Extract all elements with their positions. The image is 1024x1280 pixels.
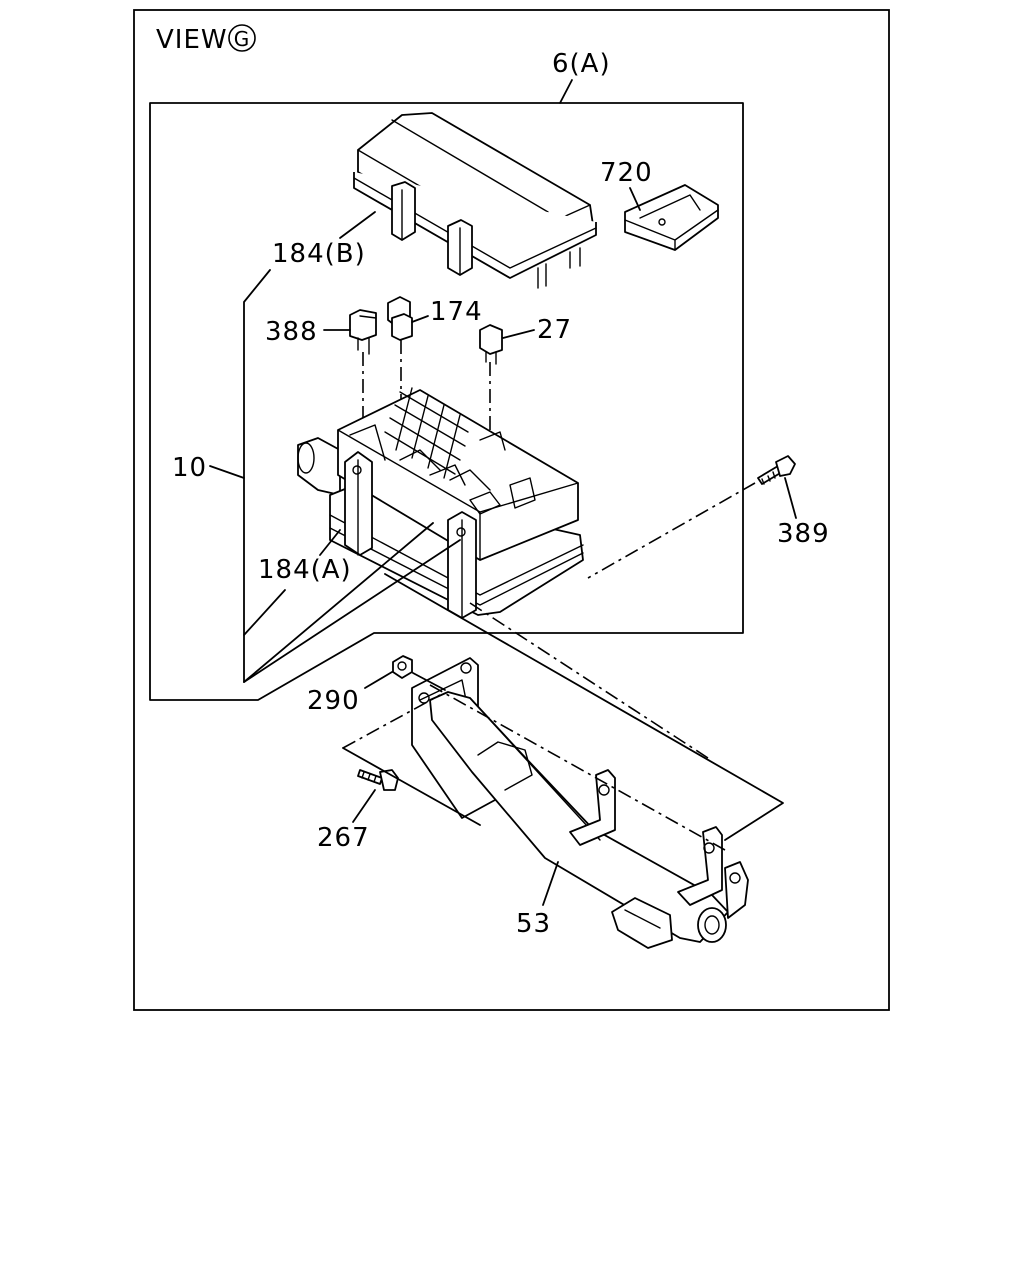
fuse-box-cover xyxy=(353,112,597,289)
callout-bolt-left: 267 xyxy=(317,823,370,853)
callout-relay: 388 xyxy=(265,317,318,347)
view-label-text: VIEW xyxy=(156,25,228,55)
callout-fuse-box: 10 xyxy=(172,453,207,483)
diagram-frame xyxy=(133,9,890,1011)
assembly-boundary xyxy=(149,102,744,701)
callout-side-bracket: 184(A) xyxy=(258,555,352,585)
callout-fuse-small: 174 xyxy=(430,297,483,327)
relay xyxy=(349,309,377,355)
view-label-circle xyxy=(228,24,256,52)
fuse-blade xyxy=(479,324,503,365)
bracket-clip xyxy=(624,184,719,251)
callout-nut: 290 xyxy=(307,686,360,716)
callout-mount-bracket: 53 xyxy=(516,909,551,939)
view-label: VIEW G xyxy=(156,24,256,55)
view-label-letter: G xyxy=(234,27,251,51)
bolt-left xyxy=(357,769,399,791)
callout-fuse-blade: 27 xyxy=(537,315,572,345)
mount-bracket xyxy=(411,657,749,949)
callout-bracket-clip: 720 xyxy=(600,158,653,188)
fuse-small xyxy=(387,296,413,341)
bolt-right xyxy=(757,455,796,485)
nut xyxy=(392,655,413,679)
callout-bolt-right: 389 xyxy=(777,519,830,549)
leader-lines xyxy=(209,79,797,906)
callout-assembly: 6(A) xyxy=(552,49,611,79)
callout-cover-tab: 184(B) xyxy=(272,239,366,269)
fuse-box xyxy=(297,387,584,619)
